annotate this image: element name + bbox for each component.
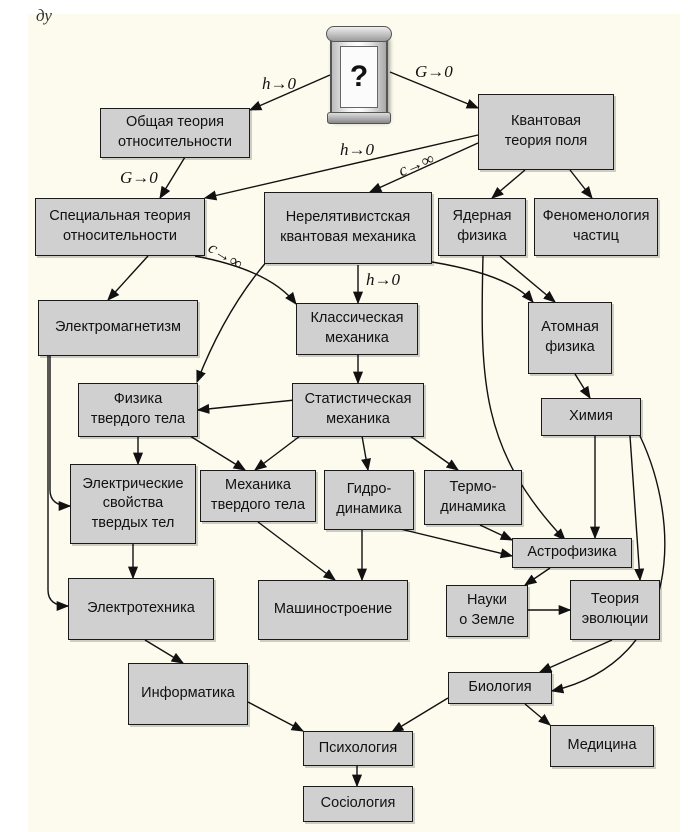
corner-text: ду (36, 6, 52, 25)
node-particle-phenomenology: Феноменология частиц (534, 198, 658, 256)
edge-em-elecprop (49, 356, 72, 512)
node-thermodynamics: Термо- динамика (424, 470, 522, 525)
node-solid-state-physics: Физика твердого тела (78, 383, 198, 437)
edge-bio-med (524, 703, 551, 726)
edge-hydro-astro (391, 526, 514, 559)
node-nuclear-physics: Ядерная физика (438, 198, 526, 256)
edge-atomic-chem (574, 373, 591, 400)
edge-solid-solidmech (189, 435, 247, 471)
edge-bio-psych (390, 697, 449, 733)
node-nonrelativistic-qm: Нерелятивистская квантовая механика (264, 192, 432, 264)
edge-evolution-bio (538, 639, 613, 673)
node-sociology: Сociология (303, 786, 413, 822)
label-h-to-0-sr: h→0 (340, 140, 374, 159)
node-biology: Биология (448, 672, 552, 704)
edge-qft-sr (203, 134, 479, 201)
edge-sr-em (107, 255, 149, 301)
node-psychology: Психология (303, 731, 413, 766)
label-h-to-0-classical: h→0 (366, 270, 400, 289)
question-mark: ? (349, 60, 369, 93)
node-medicine: Медицина (550, 725, 654, 767)
edge-em-eleceng (47, 356, 70, 612)
node-general-relativity: Общая теория относительности (100, 108, 250, 158)
edge-thermo-astro (479, 524, 514, 541)
edge-eleceng-cs (144, 639, 185, 664)
node-quantum-field-theory: Квантовая теория поля (478, 94, 614, 170)
node-solid-mechanics: Механика твердого тела (200, 470, 316, 522)
edge-stat-hydro (361, 435, 371, 472)
edge-cs-psych (247, 701, 305, 732)
edge-q-qft (389, 71, 480, 109)
node-earth-sciences: Науки о Земле (446, 585, 528, 637)
node-electrical-properties: Электрические свойства твердых тел (70, 464, 196, 544)
edge-nuclear-astro (481, 255, 566, 541)
edge-stat-solidmech (253, 435, 301, 471)
node-atomic-physics: Атомная физика (528, 302, 612, 374)
edge-stat-solid (196, 399, 296, 414)
edge-nrqm-solid (196, 259, 269, 384)
edge-solidmech-mecheng (257, 521, 337, 581)
edge-nrqm-atomic (431, 261, 534, 303)
edge-chem-evolution (629, 435, 645, 582)
question-mark-icon: ? (326, 26, 392, 124)
edge-qft-phenom (569, 169, 593, 199)
node-classical-mechanics: Классическая механика (296, 303, 418, 355)
edge-q-gr (248, 74, 331, 111)
label-g-to-0-sr: G→0 (120, 168, 158, 187)
node-mechanical-engineering: Машиностроение (258, 580, 408, 640)
label-g-to-0-qft: G→0 (415, 62, 453, 81)
node-electromagnetism: Электромагнетизм (38, 300, 198, 356)
node-chemistry: Химия (541, 398, 641, 436)
edge-qft-nrqm (368, 142, 479, 193)
edge-sr-classical (194, 255, 297, 306)
edge-gr-sr (159, 156, 186, 200)
edge-qft-nuclear (491, 169, 526, 199)
label-h-to-0-gr: h→0 (262, 74, 296, 93)
node-electrical-engineering: Электротехника (68, 578, 214, 640)
node-hydrodynamics: Гидро- динамика (324, 470, 414, 530)
node-astrophysics: Астрофизика (512, 538, 632, 568)
edge-astro-earth (523, 567, 551, 586)
node-evolution-theory: Теория эволюции (570, 580, 660, 640)
edge-nuclear-atomic (499, 255, 556, 303)
edge-chem-bio (550, 435, 666, 694)
node-computer-science: Информатика (128, 663, 248, 725)
node-special-relativity: Специальная теория относительности (35, 198, 205, 256)
edge-stat-thermo (409, 435, 460, 471)
node-statistical-mechanics: Статистическая механика (292, 383, 424, 437)
